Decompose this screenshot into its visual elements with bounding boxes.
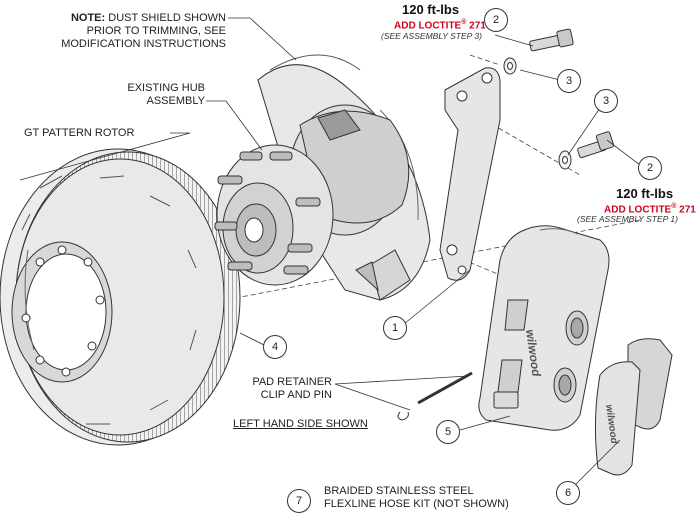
wilwood-caliper (478, 225, 610, 431)
pad-retainer-pin (397, 371, 473, 421)
callout-5: 5 (436, 420, 460, 444)
gt-pattern-rotor (0, 148, 241, 446)
dust-shield-line1: DUST SHIELD SHOWN (105, 12, 226, 24)
hardware-mid (558, 131, 615, 170)
callout-3-mid: 3 (594, 89, 618, 113)
loctite-top-suffix: 271 (466, 20, 486, 32)
hose-line1: BRAIDED STAINLESS STEEL (324, 485, 474, 497)
callout-2-mid: 2 (638, 156, 662, 180)
loctite-mid-suffix: 271 (676, 204, 696, 216)
callout-7: 7 (287, 489, 311, 513)
torque-top-loctite: ADD LOCTITE® 271 (394, 19, 486, 31)
loctite-top-prefix: ADD LOCTITE (394, 20, 462, 32)
hub-assembly-label: EXISTING HUB ASSEMBLY (90, 82, 205, 108)
callout-2-top: 2 (484, 8, 508, 32)
brake-pads (594, 338, 673, 476)
callout-1: 1 (383, 316, 407, 340)
callout-3-top: 3 (557, 69, 581, 93)
hub-line1: EXISTING HUB (127, 82, 205, 94)
torque-mid-step: (SEE ASSEMBLY STEP 1) (577, 214, 678, 224)
callout-4: 4 (263, 335, 287, 359)
hose-kit-label: BRAIDED STAINLESS STEEL FLEXLINE HOSE KI… (324, 485, 509, 511)
caliper-brand-mark: wilwood (523, 328, 544, 377)
existing-hub-assembly (214, 104, 410, 286)
hose-line2: FLEXLINE HOSE KIT (NOT SHOWN) (324, 498, 509, 510)
callout-6: 6 (556, 481, 580, 505)
torque-mid-loctite: ADD LOCTITE® 271 (604, 203, 696, 215)
note-prefix: NOTE: (70, 12, 106, 24)
pad-retainer-line2: CLIP AND PIN (260, 389, 332, 401)
torque-top-value: 120 ft-lbs (402, 2, 460, 17)
pad-retainer-label: PAD RETAINER CLIP AND PIN (240, 376, 332, 402)
torque-top-step: (SEE ASSEMBLY STEP 3) (381, 31, 482, 41)
torque-mid-value: 120 ft-lbs (616, 186, 674, 201)
dust-shield-note: NOTE: DUST SHIELD SHOWN PRIOR TO TRIMMIN… (50, 12, 226, 51)
loctite-mid-mark: ® (671, 203, 677, 210)
hardware-top (503, 28, 574, 75)
dust-shield-line2: PRIOR TO TRIMMING, SEE (86, 25, 226, 37)
left-hand-side-note: LEFT HAND SIDE SHOWN (233, 418, 368, 430)
hub-line2: ASSEMBLY (146, 95, 206, 107)
pad-retainer-line1: PAD RETAINER (252, 376, 332, 388)
dust-shield-line3: MODIFICATION INSTRUCTIONS (61, 38, 226, 50)
rotor-label: GT PATTERN ROTOR (24, 127, 135, 139)
loctite-top-mark: ® (461, 19, 467, 26)
loctite-mid-prefix: ADD LOCTITE (604, 204, 672, 216)
leader-lines (19, 17, 641, 491)
